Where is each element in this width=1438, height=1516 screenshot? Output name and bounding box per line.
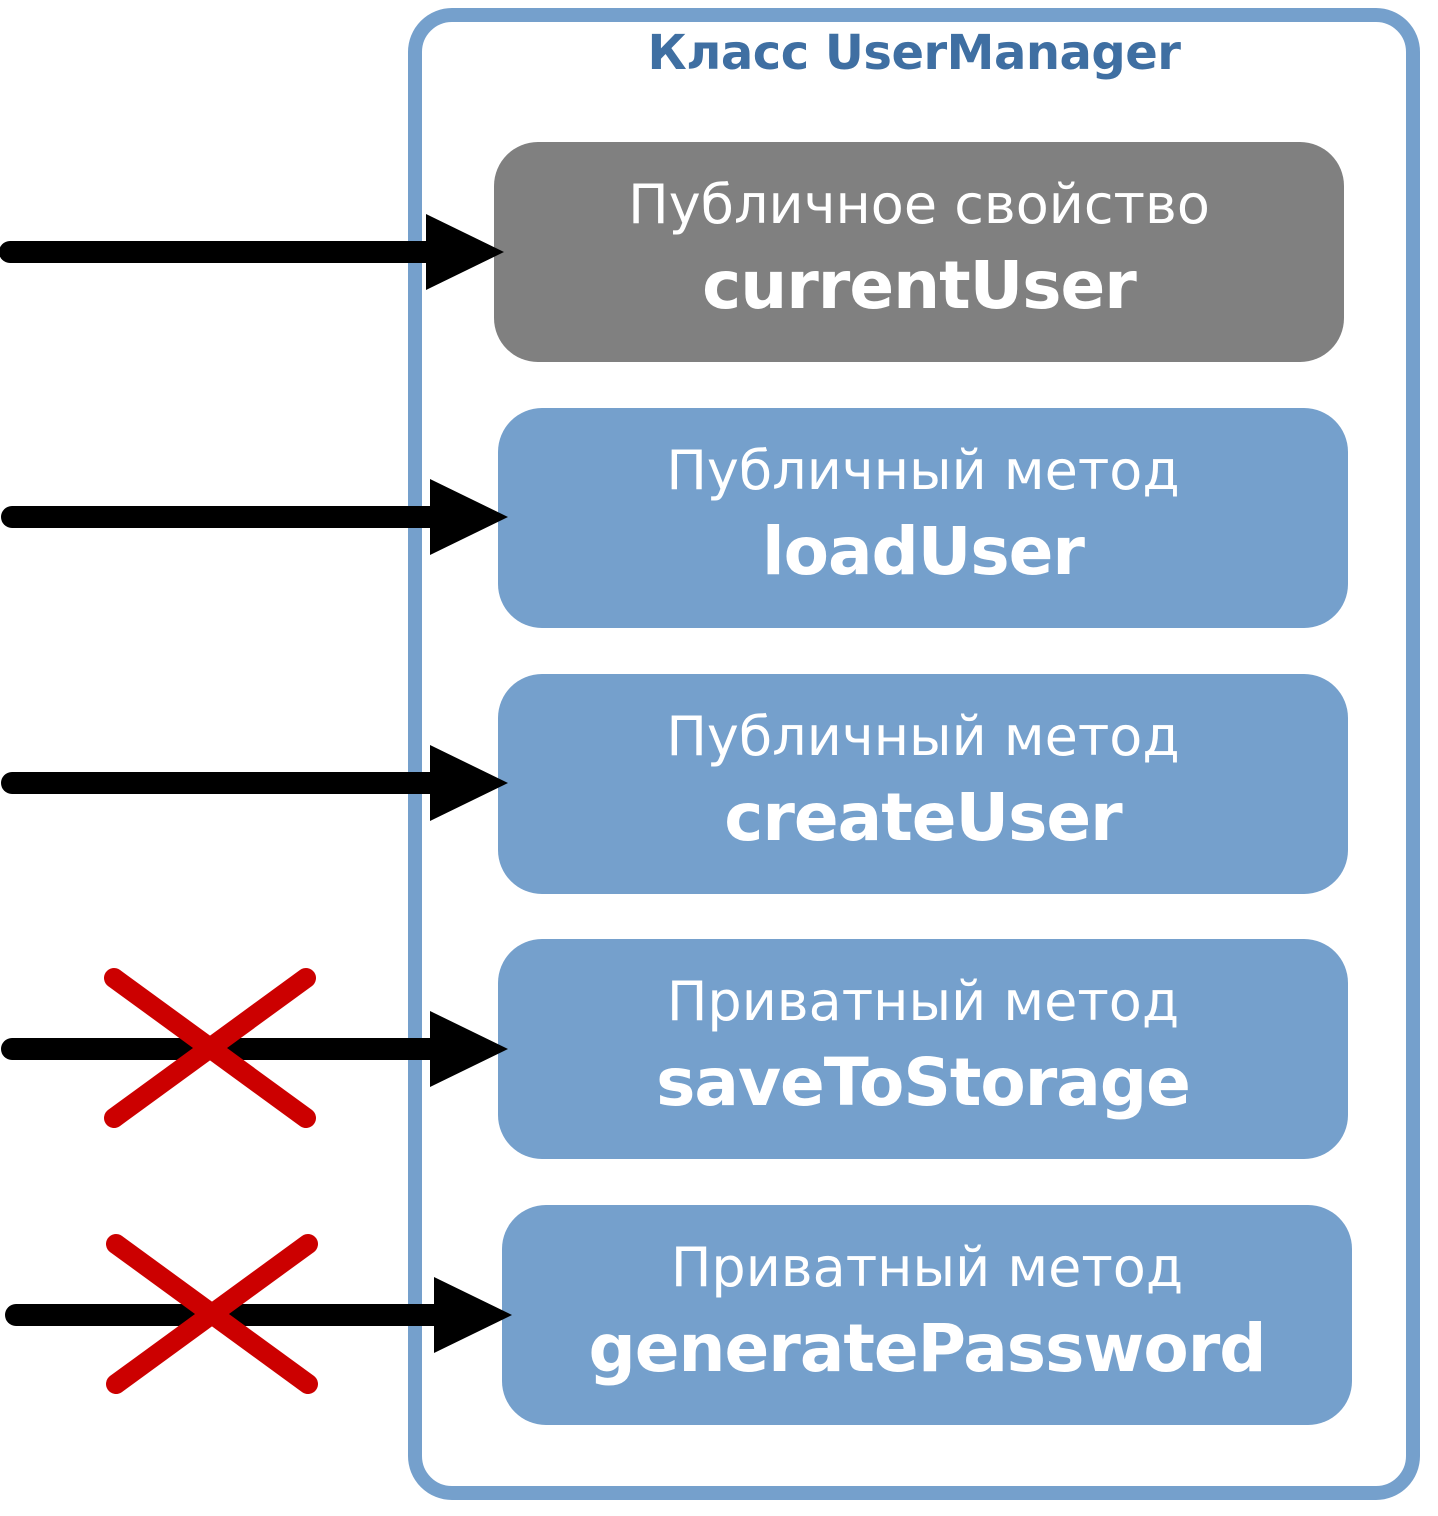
member-name-label: loadUser xyxy=(762,513,1085,590)
member-load-user: Публичный метод loadUser xyxy=(498,408,1348,628)
member-kind-label: Публичное свойство xyxy=(628,173,1210,236)
blocked-cross-icon xyxy=(104,968,316,1128)
class-title: Класс UserManager xyxy=(647,25,1181,81)
member-generate-password: Приватный метод generatePassword xyxy=(502,1205,1352,1425)
member-create-user: Публичный метод createUser xyxy=(498,674,1348,894)
member-kind-label: Приватный метод xyxy=(666,970,1180,1033)
member-kind-label: Публичный метод xyxy=(666,705,1180,768)
member-name-label: currentUser xyxy=(702,247,1137,324)
member-name-label: generatePassword xyxy=(588,1310,1267,1387)
member-save-to-storage: Приватный метод saveToStorage xyxy=(498,939,1348,1159)
blocked-cross-icon xyxy=(106,1234,318,1394)
member-kind-label: Публичный метод xyxy=(666,439,1180,502)
member-kind-label: Приватный метод xyxy=(670,1236,1184,1299)
member-name-label: saveToStorage xyxy=(656,1044,1191,1121)
member-name-label: createUser xyxy=(724,779,1122,856)
member-current-user: Публичное свойство currentUser xyxy=(494,142,1344,362)
